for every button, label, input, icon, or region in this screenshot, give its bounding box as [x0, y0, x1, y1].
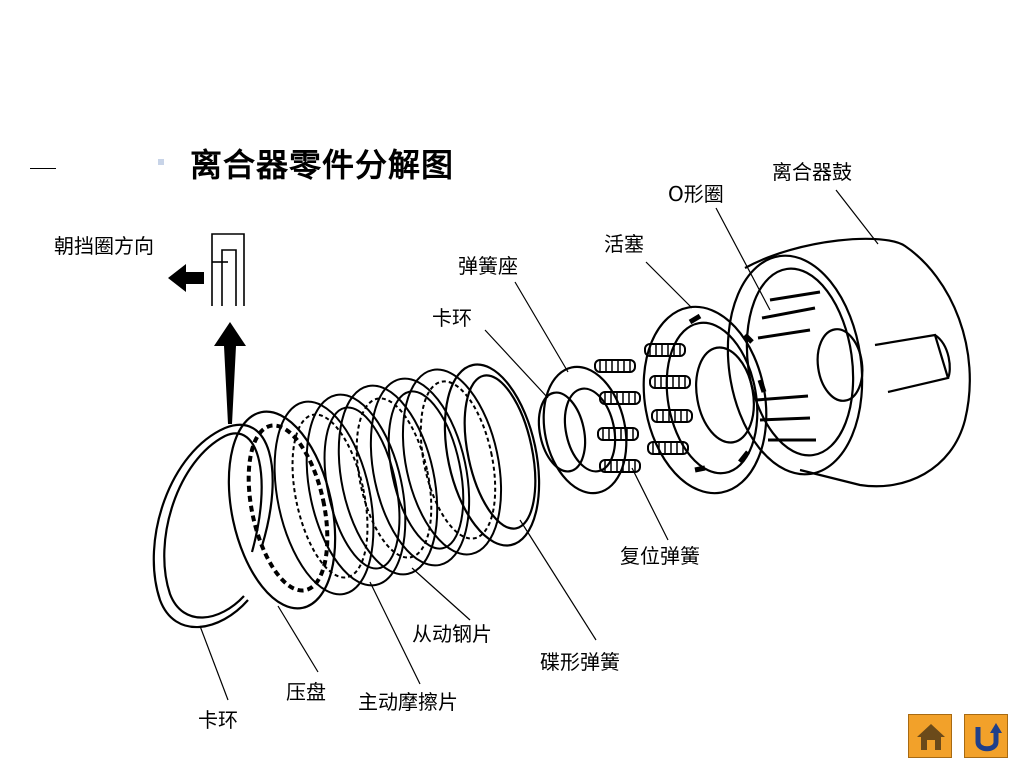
- direction-arrow-up: [214, 322, 246, 424]
- direction-arrow-left: [168, 264, 204, 292]
- home-icon: [917, 724, 945, 750]
- bracket-symbol: [211, 233, 245, 306]
- label-spring-seat: 弹簧座: [458, 254, 518, 278]
- label-clutch-drum: 离合器鼓: [772, 160, 852, 184]
- disc-spring: [443, 363, 541, 547]
- clutch-plate-stack: [273, 368, 503, 596]
- bullet-marker: [158, 159, 164, 165]
- home-button[interactable]: [908, 714, 952, 758]
- page-title: 离合器零件分解图: [190, 146, 455, 184]
- spring-seat: [542, 365, 628, 495]
- decorative-dash: [30, 168, 56, 169]
- label-disc-spring: 碟形弹簧: [540, 650, 620, 674]
- piston: [642, 305, 768, 495]
- snap-ring-inner: [537, 391, 587, 473]
- label-snap-ring-top: 卡环: [432, 306, 472, 330]
- clutch-drum: [726, 237, 971, 488]
- label-friction-plate: 主动摩擦片: [358, 690, 458, 714]
- label-direction: 朝挡圈方向: [54, 234, 154, 258]
- snap-ring-outer: [152, 423, 274, 629]
- label-snap-ring-bottom: 卡环: [198, 708, 238, 732]
- label-pressure-plate: 压盘: [286, 680, 326, 704]
- leader-lines: [199, 189, 879, 701]
- label-return-spring: 复位弹簧: [620, 544, 700, 568]
- pressure-plate: [227, 410, 337, 610]
- label-o-ring: O形圈: [668, 182, 724, 206]
- return-springs: [594, 343, 693, 473]
- label-steel-plate: 从动钢片: [412, 622, 492, 646]
- return-icon: [975, 723, 1002, 752]
- return-button[interactable]: [964, 714, 1008, 758]
- label-piston: 活塞: [604, 232, 644, 256]
